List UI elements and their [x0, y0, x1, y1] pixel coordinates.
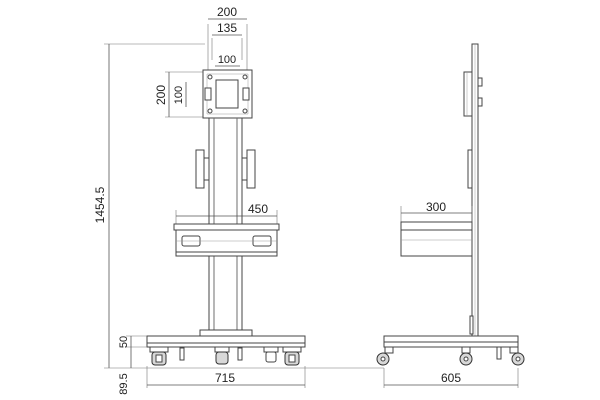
dim-top-width: 200	[207, 5, 248, 70]
label-side-shelf: 300	[426, 200, 446, 214]
label-total-height: 1454.5	[93, 186, 107, 223]
side-casters	[376, 346, 525, 366]
dim-total-height: 1454.5	[93, 43, 205, 368]
side-bracket	[463, 71, 483, 117]
vesa-bracket	[202, 69, 253, 119]
front-view: 200 135 100 200 100	[93, 5, 384, 395]
dim-shelf-width: 450	[175, 202, 278, 224]
dim-side-shelf: 300	[400, 200, 473, 222]
side-view: 300	[376, 43, 525, 388]
dim-wheel-height: 89.5	[104, 347, 384, 395]
label-side-base: 605	[441, 371, 461, 385]
front-shelf	[173, 223, 280, 257]
label-base-height: 50	[118, 336, 130, 348]
label-wheel-height: 89.5	[118, 373, 130, 394]
dim-bracket-width: 135	[211, 21, 243, 60]
label-base-width: 715	[215, 371, 235, 385]
side-shelf	[400, 221, 473, 257]
label-bracket-width: 135	[217, 21, 237, 35]
dim-base-height: 50	[118, 335, 147, 348]
label-left-height: 200	[154, 85, 168, 105]
dim-inner-width: 100	[215, 54, 240, 67]
label-inner-height: 100	[173, 86, 185, 104]
side-clamp	[467, 149, 473, 189]
label-shelf-width: 450	[248, 202, 268, 216]
label-inner-width: 100	[218, 54, 236, 66]
dim-inner-height: 100	[173, 82, 187, 107]
dim-side-base: 605	[383, 368, 519, 388]
cable-clamps	[195, 149, 256, 189]
dim-left-height: 200	[154, 71, 205, 118]
label-top-width: 200	[217, 5, 237, 19]
dim-base-width: 715	[146, 366, 306, 388]
front-casters	[149, 346, 302, 366]
front-base	[146, 329, 306, 348]
side-base	[383, 335, 519, 348]
